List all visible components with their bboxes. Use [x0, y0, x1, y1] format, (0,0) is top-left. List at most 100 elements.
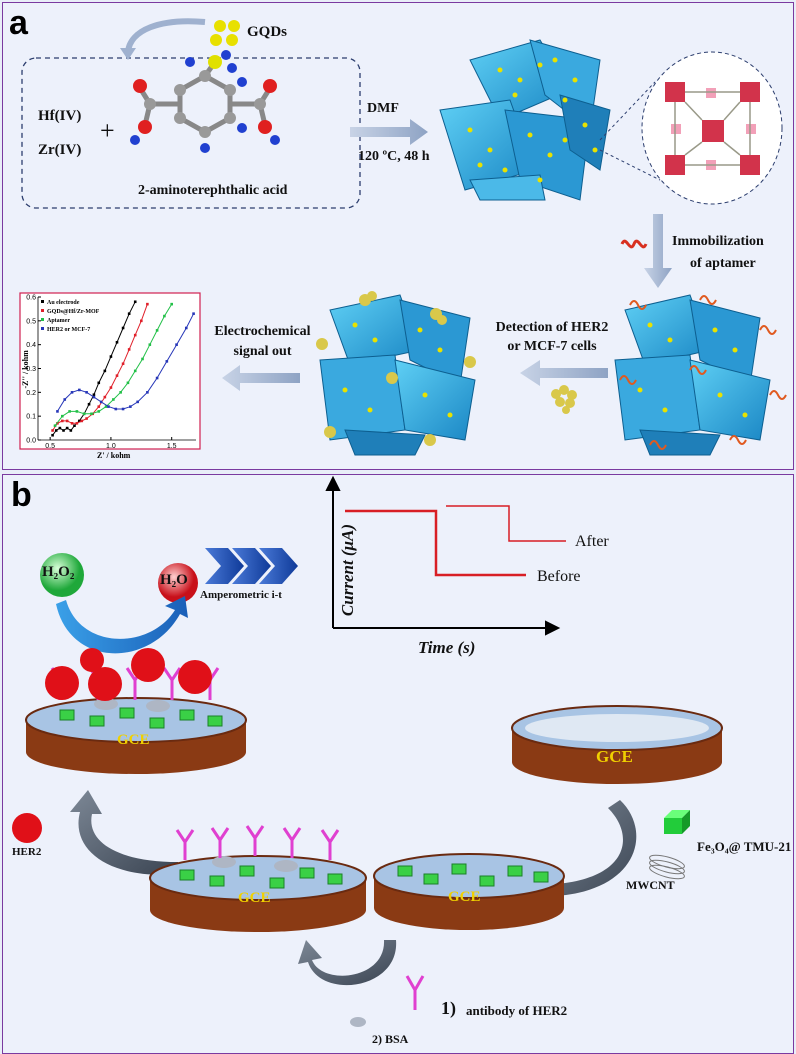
data-point	[140, 319, 143, 323]
data-point	[92, 393, 96, 397]
data-point	[107, 405, 110, 408]
data-point	[192, 312, 195, 315]
data-point	[65, 419, 69, 423]
y-tick-label: 0.5	[26, 318, 36, 325]
data-point	[104, 405, 108, 408]
h2o-sphere	[158, 563, 198, 603]
panel-a-label: a	[9, 4, 28, 42]
data-point	[115, 340, 119, 344]
data-point	[121, 326, 125, 330]
legend-entry: HER2 or MCF-7	[47, 327, 90, 333]
antibody-icons-modified	[175, 825, 340, 860]
data-point	[90, 412, 93, 416]
data-point	[184, 326, 188, 330]
data-point	[85, 391, 88, 394]
legend-marker	[41, 327, 44, 330]
data-point	[51, 433, 54, 437]
arrow-to-antibody	[298, 940, 397, 986]
current-axis-label: Current (μA)	[338, 523, 357, 617]
data-point	[129, 405, 132, 408]
step1-label: antibody of HER2	[466, 1003, 568, 1018]
mof-aptamer-cluster	[614, 294, 771, 456]
data-point	[56, 410, 59, 413]
data-point	[73, 424, 76, 427]
nyquist-chart-frame	[19, 292, 201, 450]
x-tick-label: 1.0	[106, 443, 116, 450]
x-tick-label: 1.5	[167, 443, 177, 450]
mof-structure-icon	[665, 82, 760, 175]
data-point	[126, 381, 130, 385]
time-axis-label: Time (s)	[418, 638, 476, 657]
mof-crystal-top	[439, 39, 611, 201]
it-chart	[325, 475, 561, 636]
before-label: Before	[537, 568, 581, 585]
aptamer-icon	[620, 239, 648, 249]
data-point	[112, 398, 115, 401]
data-point	[127, 348, 131, 351]
gce-label-antibody: GCE	[238, 890, 271, 906]
gqds-label: GQDs	[247, 24, 288, 40]
data-point	[121, 362, 125, 366]
after-trace	[446, 505, 566, 542]
gce-electrode-modified	[373, 853, 565, 930]
immobilization-arrow	[644, 214, 672, 288]
gqd-curved-arrow	[125, 18, 206, 53]
data-point	[146, 391, 149, 394]
mof-gqd-dots-top	[467, 57, 598, 183]
y-tick-label: 0.0	[26, 438, 36, 445]
legend-entry: GQDs@Hf/Zr-MOF	[47, 309, 100, 315]
data-point	[85, 417, 88, 420]
temperature-label: 120 ºC, 48 h	[358, 149, 430, 164]
aptamer-step-label: of aptamer	[690, 256, 756, 271]
data-point	[109, 355, 113, 358]
dmf-label: DMF	[367, 101, 399, 116]
signal-label-2: signal out	[233, 344, 292, 359]
data-point	[70, 422, 74, 425]
legend-entry: Aptamer	[47, 318, 70, 324]
fe3o4-cube-icon	[664, 810, 690, 834]
immobilization-label: Immobilization	[672, 234, 764, 249]
data-point	[115, 374, 119, 377]
before-trace	[345, 509, 526, 577]
data-point	[148, 343, 152, 346]
legend-marker	[41, 318, 44, 321]
data-point	[127, 312, 131, 315]
step2-label: 2) BSA	[372, 1032, 409, 1046]
data-point	[61, 414, 64, 418]
her2-label: HER2	[12, 846, 42, 858]
arrow-to-detection	[70, 790, 178, 875]
signal-label-1: Electrochemical	[214, 324, 311, 339]
data-point	[103, 395, 107, 399]
gce-electrode-detection	[25, 697, 247, 774]
data-point	[53, 424, 57, 427]
data-point	[75, 422, 79, 425]
data-point	[92, 395, 96, 399]
legend-marker	[41, 309, 44, 312]
data-point	[175, 343, 178, 346]
data-point	[146, 302, 149, 306]
data-point	[136, 400, 139, 404]
data-point	[163, 314, 166, 318]
bsa-icon	[350, 1017, 366, 1027]
reaction-arc-arrow	[56, 596, 188, 654]
her2-cell-icon	[551, 385, 577, 414]
y-tick-label: 0.2	[26, 390, 36, 397]
legend-marker	[41, 300, 44, 303]
y-axis-label: -Z'' / kohm	[21, 350, 30, 389]
legend-entry: Au electrode	[47, 300, 80, 306]
data-point	[87, 402, 91, 406]
fe3o4-label: Fe₃O₄@ TMU-21	[697, 839, 792, 854]
mwcnt-icon	[649, 854, 685, 880]
h2o2-sphere	[40, 553, 84, 597]
data-point	[155, 376, 159, 380]
data-point	[82, 412, 86, 416]
data-point	[170, 302, 173, 306]
data-point	[155, 329, 159, 332]
ligand-label: 2-aminoterephthalic acid	[138, 183, 288, 198]
data-point	[61, 419, 64, 423]
chevron-arrows-icon	[205, 548, 298, 584]
y-tick-label: 0.3	[26, 366, 36, 373]
data-point	[97, 405, 101, 408]
gce-label-bare: GCE	[596, 747, 633, 766]
detection-label-2: or MCF-7 cells	[507, 339, 597, 354]
